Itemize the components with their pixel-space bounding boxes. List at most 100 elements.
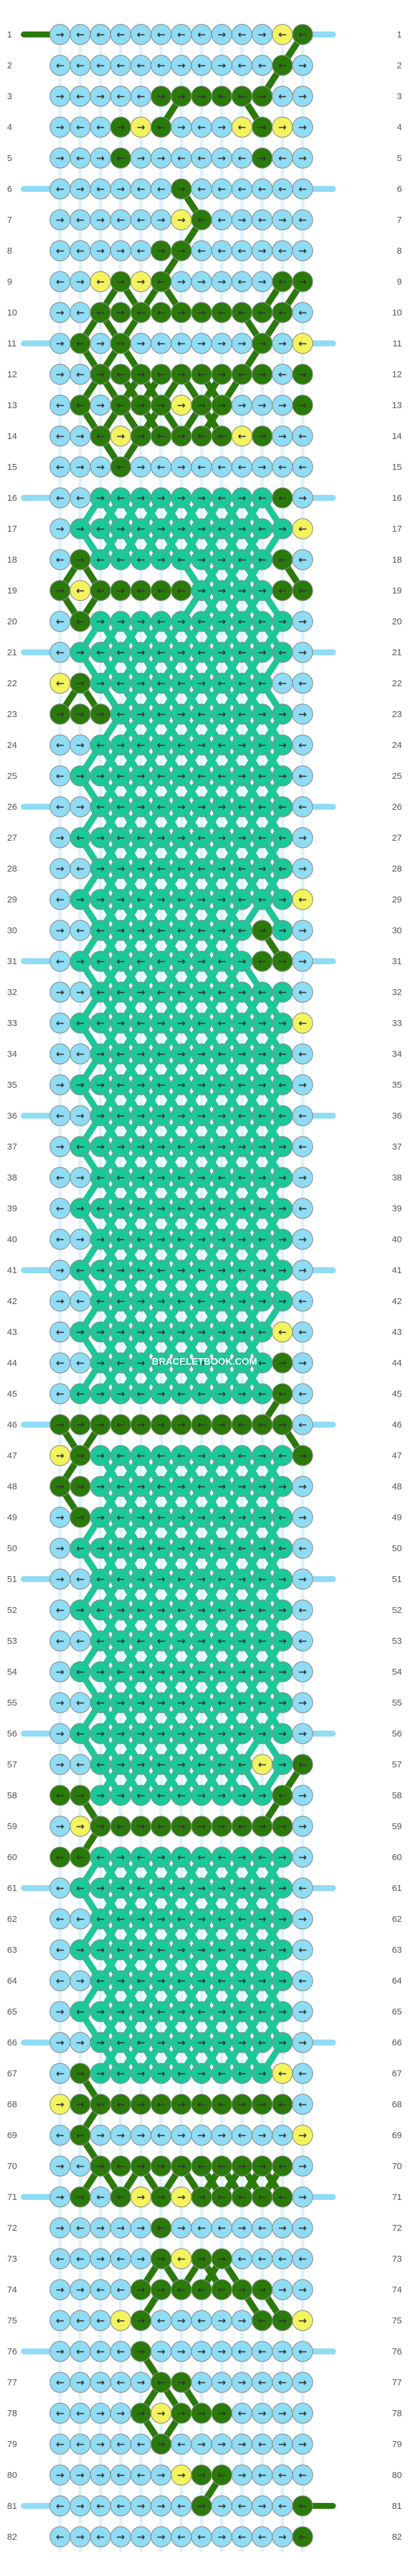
knot: ← (110, 1352, 131, 1374)
row-number-right: 67 (392, 2069, 402, 2079)
knot-arrow: → (157, 1388, 165, 1400)
knot-arrow: ← (117, 2068, 125, 2080)
knot: ← (171, 1229, 192, 1250)
knot: → (70, 1229, 91, 1250)
knot-arrow: → (197, 740, 206, 752)
knot-arrow: ← (218, 1666, 226, 1678)
knot: → (231, 2372, 253, 2393)
knot-arrow: ← (298, 894, 307, 906)
knot-arrow: ← (117, 2501, 125, 2512)
knot: → (231, 1661, 253, 1682)
knot: → (171, 1414, 192, 1435)
row-number-right: 14 (392, 431, 402, 441)
knot-arrow: ← (157, 1049, 165, 1060)
knot: → (130, 456, 152, 478)
knot: → (171, 394, 192, 416)
knot: ← (110, 2094, 131, 2115)
knot: → (171, 2403, 192, 2424)
knot: ← (292, 981, 313, 1003)
knot-arrow: → (96, 2223, 105, 2234)
knot: → (130, 1105, 152, 1126)
knot: → (272, 1723, 293, 1744)
knot-arrow: → (218, 585, 226, 597)
knot: → (272, 1229, 293, 1250)
knot-arrow: ← (258, 801, 266, 813)
knot: → (90, 86, 111, 107)
knot-arrow: ← (137, 214, 145, 226)
knot: → (231, 2217, 253, 2239)
knot: ← (150, 2310, 172, 2331)
knot-arrow: ← (298, 740, 307, 752)
knot: ← (171, 1290, 192, 1312)
knot-arrow: ← (137, 1852, 145, 1864)
knot-arrow: → (76, 2099, 84, 2111)
knot-arrow: ← (218, 214, 226, 226)
knot: → (171, 1476, 192, 1497)
knot-arrow: → (278, 2223, 287, 2234)
knot-arrow: ← (157, 1481, 165, 1493)
knot: ← (231, 86, 253, 107)
knot: ← (110, 1816, 131, 1837)
knot-arrow: ← (117, 2037, 125, 2049)
knot-arrow: → (56, 2192, 64, 2204)
knot: → (70, 178, 91, 200)
knot-arrow: → (76, 1203, 84, 1215)
knot-arrow: ← (137, 1883, 145, 1895)
knot: ← (49, 2124, 71, 2146)
knot-arrow: ← (238, 1419, 246, 1431)
knot-arrow: → (298, 276, 307, 288)
knot: → (49, 1414, 71, 1435)
row-number-left: 2 (7, 61, 12, 71)
knot: ← (70, 580, 91, 601)
knot-arrow: ← (258, 60, 266, 72)
knot: ← (292, 1970, 313, 1991)
knot-arrow: ← (197, 1666, 206, 1678)
knot-arrow: → (56, 1728, 64, 1740)
knot-arrow: ← (96, 2346, 105, 2358)
knot-arrow: ← (177, 2439, 185, 2451)
knot-arrow: → (278, 956, 287, 968)
knot-arrow: ← (258, 493, 266, 504)
knot-arrow: ← (117, 1666, 125, 1678)
knot: ← (150, 116, 172, 138)
knot-arrow: ← (56, 2377, 64, 2389)
knot: ← (191, 178, 212, 200)
knot-arrow: ← (238, 1172, 246, 1184)
knot-arrow: ← (218, 987, 226, 999)
knot: → (231, 487, 253, 509)
knot-arrow: → (258, 2284, 266, 2296)
knot-arrow: ← (76, 1914, 84, 1925)
knot: ← (90, 981, 111, 1003)
knot: → (231, 981, 253, 1003)
knot-arrow: ← (218, 1049, 226, 1060)
knot: → (191, 1568, 212, 1590)
knot: → (70, 2063, 91, 2084)
knot: → (211, 271, 232, 292)
knot: ← (49, 178, 71, 200)
knot-arrow: ← (157, 771, 165, 782)
knot-arrow: ← (197, 2377, 206, 2389)
knot: → (150, 1846, 172, 1868)
knot: → (211, 2032, 232, 2053)
knot-arrow: → (177, 523, 185, 535)
knot: → (171, 611, 192, 632)
knot-arrow: → (278, 1914, 287, 1925)
knot-arrow: ← (157, 1079, 165, 1091)
knot: ← (251, 302, 273, 323)
knot-arrow: ← (197, 1728, 206, 1740)
knot: ← (231, 1414, 253, 1435)
knot-arrow: → (298, 1574, 307, 1586)
knot-arrow: ← (258, 1574, 266, 1586)
knot: ← (110, 2155, 131, 2177)
knot-arrow: → (218, 1110, 226, 1122)
knot: ← (90, 2186, 111, 2208)
knot: → (130, 1136, 152, 1157)
knot: → (171, 2032, 192, 2053)
knot: → (49, 703, 71, 725)
knot-arrow: ← (298, 2346, 307, 2358)
knot-arrow: → (96, 153, 105, 165)
knot: ← (130, 209, 152, 231)
knot: ← (171, 147, 192, 169)
knot-arrow: → (137, 1759, 145, 1771)
knot-arrow: ← (197, 1265, 206, 1277)
